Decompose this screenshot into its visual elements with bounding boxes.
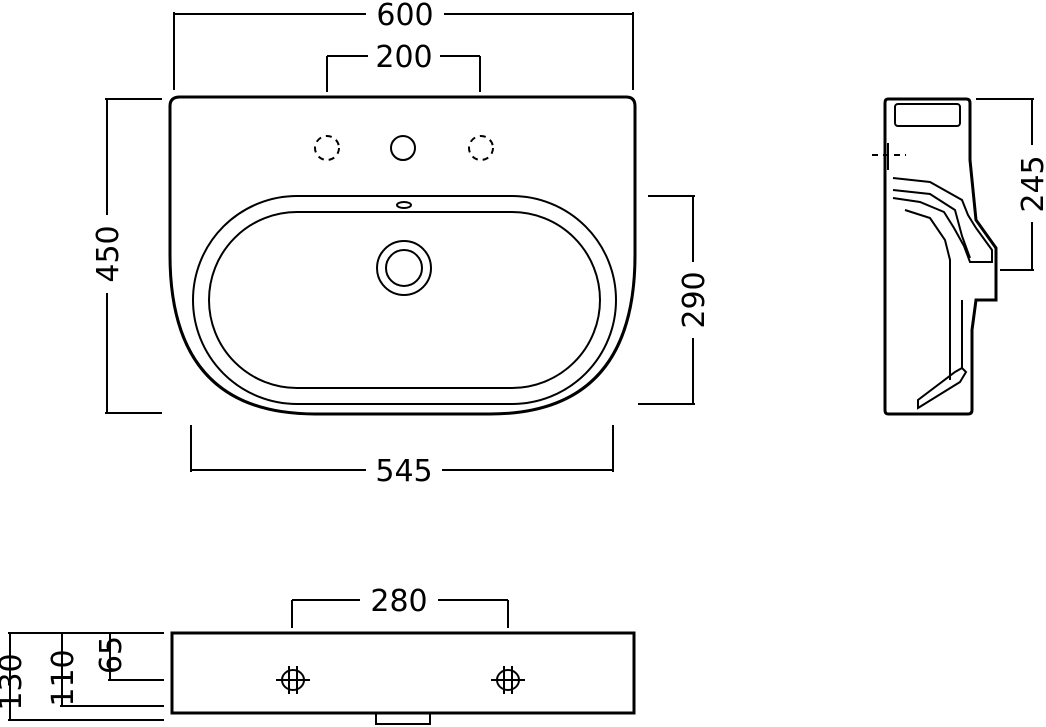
waste-outer-icon xyxy=(376,240,432,296)
front-outline xyxy=(170,631,636,715)
side-outline xyxy=(883,97,998,416)
dim-bowl-depth: 290 xyxy=(638,195,712,405)
fixing-hole-left-icon xyxy=(276,666,310,694)
bowl-inner xyxy=(208,211,601,389)
dim-bowl-width: 545 xyxy=(190,425,614,489)
side-top-slot xyxy=(894,103,961,127)
front-height-130-label: 130 xyxy=(0,653,29,710)
tap-hole-center-icon xyxy=(390,135,416,161)
fixing-spacing-label: 280 xyxy=(370,584,427,619)
side-bowl-curve xyxy=(892,177,993,263)
waste-inner-icon xyxy=(385,249,423,287)
plan-view: 600 200 450 290 xyxy=(91,0,712,489)
side-front-wall xyxy=(904,209,951,380)
side-view: 245 xyxy=(872,97,1046,416)
dim-front-heights: 130 110 65 xyxy=(0,632,164,721)
fixing-hole-right-icon xyxy=(491,666,525,694)
front-height-65-label: 65 xyxy=(94,636,129,674)
tap-hole-right-icon xyxy=(468,135,494,161)
overall-depth-label: 450 xyxy=(91,225,126,282)
tap-spacing-label: 200 xyxy=(375,40,432,75)
waste-outlet xyxy=(375,713,431,725)
side-height-label: 245 xyxy=(1016,155,1046,212)
side-lower-foot xyxy=(917,366,968,410)
front-height-110-label: 110 xyxy=(46,649,81,706)
overflow-slot-icon xyxy=(396,201,412,209)
side-tap-marker-icon xyxy=(872,143,906,170)
bowl-width-label: 545 xyxy=(375,454,432,489)
front-view: 280 130 110 65 xyxy=(0,584,636,725)
side-bowl-inner xyxy=(892,189,971,259)
overall-width-label: 600 xyxy=(376,0,433,33)
basin-outline xyxy=(168,95,637,416)
tap-hole-left-icon xyxy=(314,135,340,161)
dim-side-height: 245 xyxy=(976,98,1046,271)
dim-fixing-spacing: 280 xyxy=(291,584,509,628)
bowl-depth-label: 290 xyxy=(677,271,712,328)
dim-tap-spacing: 200 xyxy=(326,40,481,92)
dim-overall-depth: 450 xyxy=(91,98,162,414)
bowl-rim-outer xyxy=(192,195,617,405)
dim-overall-width: 600 xyxy=(173,0,634,90)
